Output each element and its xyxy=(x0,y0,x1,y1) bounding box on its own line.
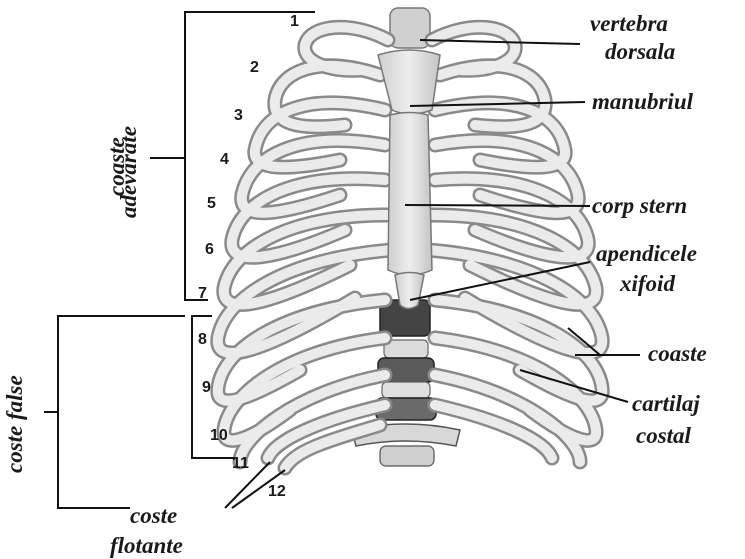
label-corp-stern: corp stern xyxy=(592,194,687,217)
rib-number-4: 4 xyxy=(220,152,229,168)
label-cartilaj-costal-1: cartilaj xyxy=(632,392,700,415)
label-coste-flotante-1: coste xyxy=(130,504,177,527)
label-manubriul: manubriul xyxy=(592,90,693,113)
sternum-body xyxy=(388,113,432,276)
rib-number-2: 2 xyxy=(250,60,259,76)
rib-number-1: 1 xyxy=(290,14,299,30)
rib-number-5: 5 xyxy=(207,196,216,212)
label-coaste-adevarate-2: adevarate xyxy=(117,126,140,218)
label-coaste-adevarate-2-wrap: adevarate xyxy=(117,80,147,240)
label-apendicele-xifoid-1: apendicele xyxy=(596,242,697,265)
vertebra-top xyxy=(390,8,430,48)
label-coste-flotante-2: flotante xyxy=(110,534,183,557)
label-coste-false-wrap: coste false xyxy=(3,333,33,493)
label-apendicele-xifoid-2: xifoid xyxy=(620,272,675,295)
rib-number-10: 10 xyxy=(210,428,228,444)
label-vertebra-dorsala-2: dorsala xyxy=(605,40,675,63)
vertebra-bottom xyxy=(380,446,434,466)
label-vertebra-dorsala-1: vertebra xyxy=(590,12,668,35)
rib-number-6: 6 xyxy=(205,242,214,258)
label-coaste: coaste xyxy=(648,342,707,365)
rib-number-3: 3 xyxy=(234,108,243,124)
rib-number-7: 7 xyxy=(198,286,207,302)
rib-number-11: 11 xyxy=(232,456,249,472)
label-coste-false: coste false xyxy=(3,375,26,473)
rib-number-12: 12 xyxy=(268,484,286,500)
disc-2 xyxy=(382,382,430,398)
leader-corp-stern xyxy=(405,205,590,206)
ribs-right-highlight xyxy=(428,27,602,462)
label-cartilaj-costal-2: costal xyxy=(636,424,691,447)
rib-number-8: 8 xyxy=(198,332,207,348)
bracket-coste-false xyxy=(58,316,185,508)
rib-number-9: 9 xyxy=(202,380,211,396)
